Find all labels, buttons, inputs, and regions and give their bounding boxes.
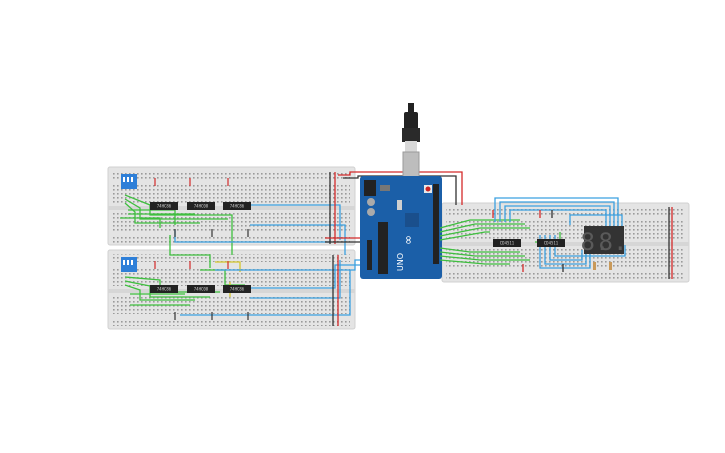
power-jumpers <box>154 178 249 320</box>
chip-label: 74HC86 <box>157 287 172 292</box>
chip-label: CD4511 <box>500 241 515 246</box>
chip-bottom-3[interactable]: 74HC86 <box>223 285 251 293</box>
arduino-logo-icon: ∞ <box>401 235 415 245</box>
chip-label: 74HC86 <box>157 204 172 209</box>
digit-1: 8. <box>581 228 610 256</box>
chip-bottom-2[interactable]: 74HC08 <box>187 285 215 293</box>
chip-label: 74HC86 <box>230 204 245 209</box>
chip-top-2[interactable]: 74HC08 <box>187 202 215 210</box>
digit-2: 8. <box>599 228 628 256</box>
arduino-brand: UNO <box>396 253 405 271</box>
chip-label: 74HC86 <box>230 287 245 292</box>
chip-bottom-1[interactable]: 74HC86 <box>150 285 178 293</box>
wires-right <box>439 197 673 279</box>
dip-switch-bottom[interactable] <box>121 257 137 272</box>
chip-label: 74HC08 <box>194 204 209 209</box>
dip-switch-top[interactable] <box>121 174 137 189</box>
chip-label: 74HC08 <box>194 287 209 292</box>
reset-button-icon[interactable] <box>424 185 432 193</box>
arduino-board[interactable]: ∞ UNO <box>360 176 442 279</box>
chip-label: CD4511 <box>544 241 559 246</box>
usb-cable-icon[interactable] <box>402 103 420 179</box>
chip-right-1[interactable]: CD4511 <box>493 239 521 247</box>
chip-right-2[interactable]: CD4511 <box>537 239 565 247</box>
resistors[interactable] <box>593 262 612 270</box>
seven-segment-display[interactable]: 8. 8. <box>581 226 628 256</box>
chip-top-1[interactable]: 74HC86 <box>150 202 178 210</box>
breadboard-right[interactable] <box>441 202 690 283</box>
chip-top-3[interactable]: 74HC86 <box>223 202 251 210</box>
